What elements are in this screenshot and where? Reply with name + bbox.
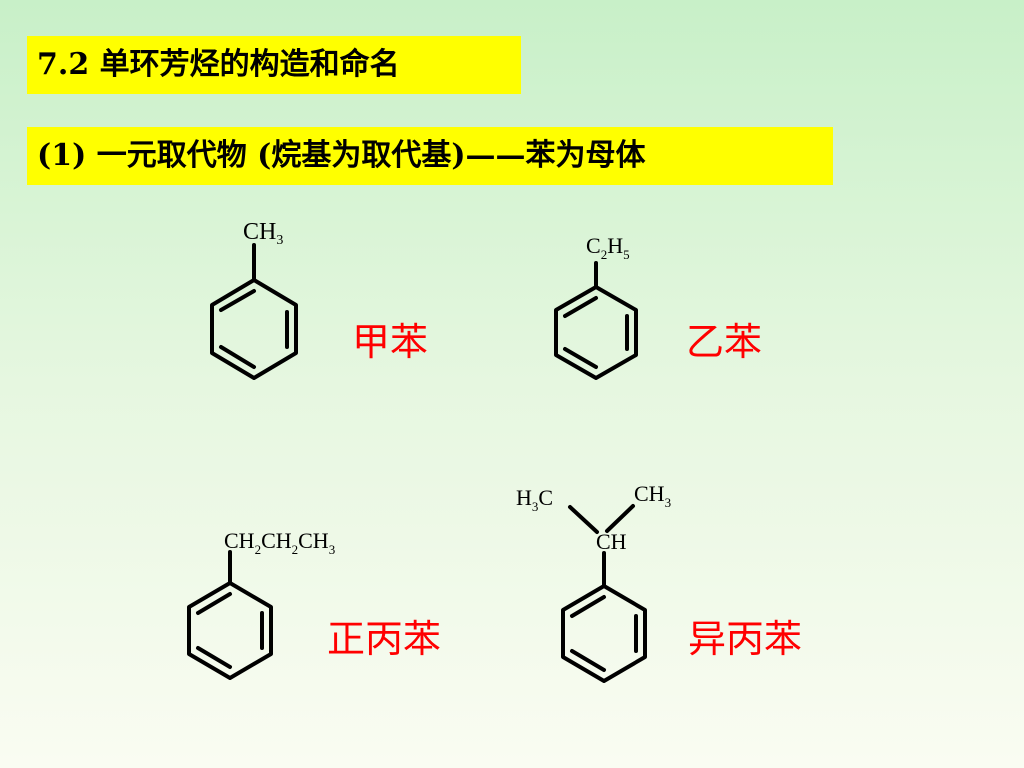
toluene-name: 甲苯 <box>352 320 429 364</box>
toluene-benzene-ring <box>210 278 298 380</box>
cumene-structure <box>561 504 647 683</box>
propylbenzene-formula: CH2CH2CH3 <box>224 528 335 557</box>
propylbenzene-benzene-ring <box>187 581 273 680</box>
toluene-formula: CH3 <box>243 219 283 248</box>
cumene-right-group: CH3 <box>634 481 671 510</box>
cumene-left-branch-bond <box>568 505 599 534</box>
cumene-right-branch-bond <box>605 504 635 533</box>
section-title: 7.2 单环芳烃的构造和命名 <box>27 36 521 94</box>
ethylbenzene-name: 乙苯 <box>686 320 763 364</box>
cumene-benzene-ring <box>561 584 647 683</box>
cumene-center-group: CH <box>596 529 627 554</box>
cumene-left-group: H3C <box>516 485 553 514</box>
propylbenzene-name: 正丙苯 <box>327 617 442 661</box>
ethylbenzene-formula: C2H5 <box>586 233 630 262</box>
ethylbenzene-benzene-ring <box>554 285 638 380</box>
subsection-title: (1) 一元取代物 (烷基为取代基)——苯为母体 <box>27 127 833 185</box>
ethylbenzene-structure <box>554 261 638 380</box>
propylbenzene-structure <box>187 550 273 680</box>
cumene-name: 异丙苯 <box>688 617 803 661</box>
toluene-structure <box>210 243 298 380</box>
